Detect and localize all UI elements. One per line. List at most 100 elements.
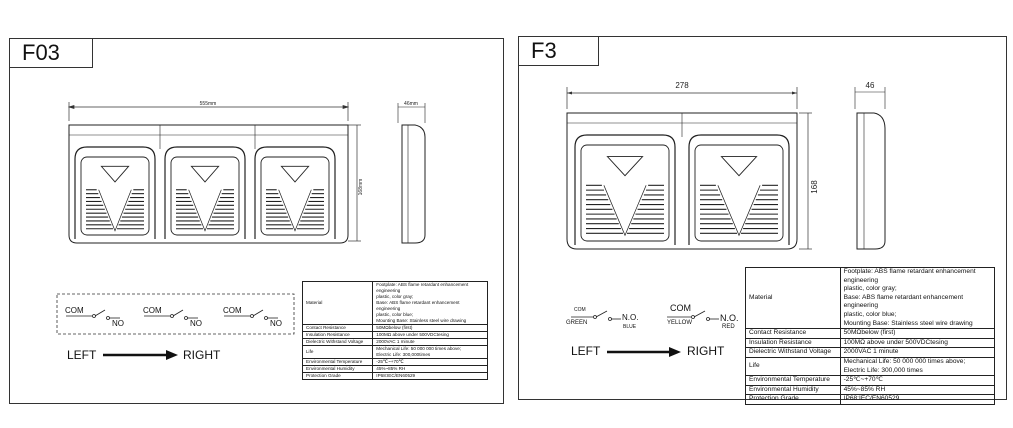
spec-value: 45%~85% RH (372, 365, 488, 373)
spec-key: Environmental Temperature (301, 358, 374, 366)
spec-value: 50MΩbelow (first) (839, 328, 996, 339)
spec-value-line: Mounting Base: Stainless steel wire draw… (376, 318, 467, 323)
height-label: 168mm (358, 179, 364, 196)
spec-value: Footplate: ABS flame retardant enhanceme… (839, 266, 996, 330)
left-label: LEFT (67, 348, 97, 362)
spec-key: Environmental Humidity (301, 365, 374, 373)
spec-row: Environmental Temperature-25℃~+70℃ (301, 358, 488, 366)
spec-key: Material (745, 266, 841, 330)
spec-value-line: plastic, color blue; (843, 310, 897, 318)
spec-value-line: plastic, color gray; (376, 294, 414, 299)
spec-key: Protection Grade (745, 394, 841, 405)
spec-key: Material (301, 281, 374, 325)
switch-symbols-right (571, 310, 719, 321)
spec-value: 45%~85% RH (839, 384, 996, 396)
spec-value: Mechanical Life: 50 000 000 times above;… (372, 345, 488, 359)
spec-value-line: 45%~85% RH (843, 385, 886, 393)
spec-value: IP68:IEC/EN60529 (372, 372, 488, 380)
spec-value-line: plastic, color blue; (376, 312, 414, 317)
no-label-2: NO (190, 319, 202, 328)
spec-value-line: 2000VAC 1 minute (843, 348, 899, 356)
right-label: RIGHT (183, 348, 221, 362)
height-dimension (799, 112, 812, 250)
no-label-1: N.O. (622, 313, 639, 322)
pedal (688, 134, 790, 245)
spec-value: 100MΩ above under 500VDCtesing (372, 331, 488, 339)
spec-value-line: Footplate: ABS flame retardant enhanceme… (843, 268, 976, 284)
depth-label: 46mm (404, 101, 418, 107)
spec-value-line: Base: ABS flame retardant enhancement en… (843, 293, 964, 310)
spec-value-line: Mounting Base: Stainless steel wire draw… (843, 319, 973, 327)
sheet-title: F3 (519, 37, 599, 66)
drawing-sheet-f3: F3 278 168 46 (518, 36, 1007, 405)
spec-value-line: 45%~85% RH (376, 366, 406, 371)
no-label-3: NO (270, 319, 282, 328)
pedal-drawing-f3: 278 168 46 (566, 81, 886, 357)
spec-value: -25℃~+70℃ (839, 375, 996, 386)
spec-value-line: 50MΩbelow (first) (843, 329, 896, 337)
spec-value: 2000VAC 1 minute (372, 338, 488, 346)
spec-row: Environmental Temperature-25℃~+70℃ (745, 375, 996, 386)
drawing-sheet-f03: F03 555mm 168mm (9, 38, 504, 404)
spec-value-line: IP68:IEC/EN60529 (376, 373, 416, 378)
pedal (574, 134, 676, 245)
wiring-frame (56, 293, 295, 335)
pedals (74, 146, 336, 239)
spec-key: Environmental Humidity (745, 384, 841, 396)
spec-value-line: Electric Life: 300,000times (376, 352, 431, 357)
depth-label: 46 (866, 81, 875, 90)
spec-key: Protection Grade (301, 372, 374, 380)
spec-value-line: plastic, color gray; (843, 285, 897, 293)
height-label: 168 (810, 180, 819, 194)
spec-value-line: Mechanical Life: 50 000 000 times above; (843, 357, 966, 365)
spec-key: Life (301, 345, 374, 359)
spec-value: Mechanical Life: 50 000 000 times above;… (839, 356, 996, 377)
spec-key: Insulation Resistance (301, 331, 374, 339)
height-dimension (348, 124, 361, 242)
arrow-head (669, 347, 681, 357)
spec-key: Environmental Temperature (745, 375, 841, 386)
spec-value-line: Electric Life: 300,000 times (843, 366, 923, 374)
side-view (854, 87, 886, 250)
spec-value: IP68:IEC/EN60529 (839, 394, 996, 405)
right-label: RIGHT (687, 344, 725, 358)
no-label-1: NO (112, 319, 124, 328)
no-label-2: N.O. (720, 313, 739, 323)
blue-label: BLUE (623, 324, 637, 330)
pedals (574, 134, 790, 245)
red-label: RED (722, 324, 735, 330)
spec-value-line: Footplate: ABS flame retardant enhanceme… (376, 282, 469, 293)
spec-value: -25℃~+70℃ (372, 358, 488, 366)
spec-value-line: 100MΩ above under 500VDCtesing (376, 332, 449, 337)
com-label-2: COM (143, 306, 162, 315)
com-label-1: COM (65, 306, 84, 315)
spec-value: 100MΩ above under 500VDCtesing (839, 337, 996, 349)
spec-value: Footplate: ABS flame retardant enhanceme… (372, 281, 488, 325)
side-view (397, 103, 426, 244)
spec-value-line: 2000VAC 1 minute (376, 339, 415, 344)
width-label: 555mm (200, 101, 217, 107)
spec-key: Life (745, 356, 841, 377)
left-label: LEFT (571, 344, 601, 358)
com-label-3: COM (223, 306, 242, 315)
pedal (164, 146, 246, 239)
spec-key: Contact Resistance (301, 324, 374, 332)
spec-value-line: 100MΩ above under 500VDCtesing (843, 338, 948, 346)
yellow-label: YELLOW (667, 320, 693, 326)
spec-value-line: Base: ABS flame retardant enhancement en… (376, 300, 460, 311)
spec-value-line: Mechanical Life: 50 000 000 times above; (376, 346, 462, 351)
spec-key: Dielectric Withstand Voltage (745, 347, 841, 358)
spec-value-line: 50MΩbelow (first) (376, 325, 413, 330)
